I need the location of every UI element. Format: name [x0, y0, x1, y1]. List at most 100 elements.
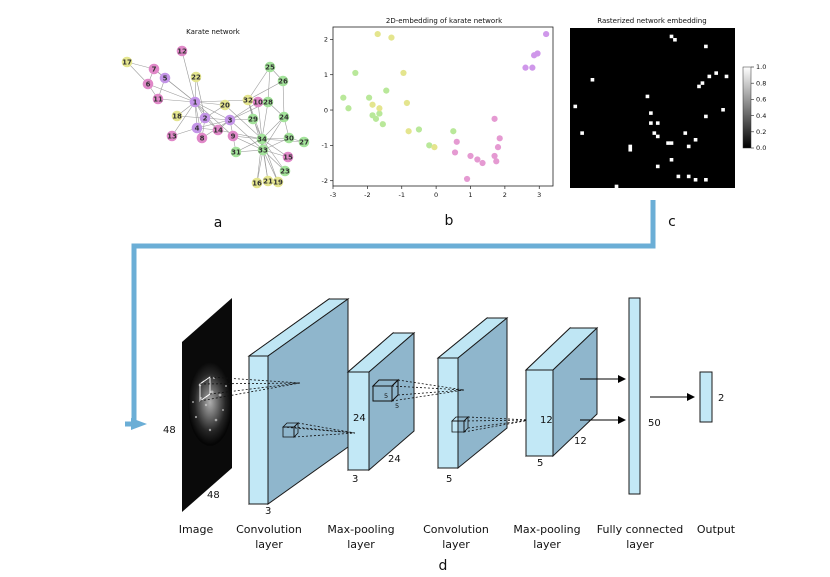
projection-lines-3	[391, 379, 465, 402]
network-node-circle	[152, 93, 164, 105]
network-node-circle	[230, 146, 242, 158]
network-node: 23	[279, 165, 291, 177]
network-node-label: 34	[257, 136, 267, 144]
network-edge	[267, 66, 271, 103]
network-edge	[196, 119, 231, 129]
network-node-circle	[166, 130, 178, 142]
scatter-point	[493, 158, 500, 165]
raster-pixel	[573, 104, 578, 109]
network-node: 11	[152, 93, 164, 105]
network-node-label: 20	[220, 102, 230, 110]
network-node: 28	[262, 96, 274, 108]
network-edge	[194, 101, 231, 121]
label-conv2-line1: Convolution	[423, 523, 489, 536]
connector-line	[131, 200, 656, 424]
x-tick-label: 1	[468, 191, 472, 199]
scatter-point	[431, 144, 438, 151]
network-node-label: 17	[122, 59, 132, 67]
raster-pixel	[649, 111, 653, 115]
network-node-label: 14	[213, 127, 223, 135]
x-tick-label: -3	[330, 191, 336, 199]
colorbar-tick-label: 0.2	[756, 128, 766, 136]
network-node-label: 3	[228, 117, 233, 125]
scatter-point	[372, 115, 380, 122]
network-node-circle	[277, 75, 289, 87]
scatter-point	[451, 149, 459, 156]
network-node: 13	[166, 130, 178, 142]
scatter-point	[405, 128, 412, 135]
network-node-circle	[257, 144, 269, 156]
network-node-circle	[190, 71, 202, 83]
network-node: 2	[199, 112, 211, 124]
pool1-height-label: 24	[353, 413, 366, 424]
scatter-point	[352, 69, 359, 77]
network-node: 34	[256, 133, 268, 145]
raster-pixel	[697, 84, 701, 89]
network-node-label: 13	[167, 133, 177, 141]
network-node-circle	[219, 99, 231, 111]
network-node-label: 4	[195, 125, 200, 133]
network-node: 6	[142, 78, 154, 90]
scatter-point	[403, 99, 411, 107]
network-node: 3	[224, 114, 236, 126]
kernel-size-label: 5	[384, 392, 388, 400]
network-node: 30	[283, 132, 295, 144]
label-fc-line1: Fully connected	[597, 523, 683, 536]
raster-pixel	[683, 131, 688, 135]
network-node-label: 5	[163, 75, 168, 83]
network-node-label: 23	[280, 168, 290, 176]
network-node: 16	[251, 177, 263, 189]
panel-d-letter: d	[439, 558, 448, 574]
scatter-point	[491, 152, 498, 160]
label-conv1-line1: Convolution	[236, 523, 302, 536]
raster-pixel	[645, 94, 650, 99]
raster-pixel	[655, 121, 660, 125]
network-node-circle	[252, 96, 264, 108]
colorbar-tick-label: 0.4	[756, 112, 766, 120]
raster-pixel	[704, 44, 708, 49]
network-node-circle	[272, 176, 284, 188]
scatter-point	[345, 105, 352, 112]
network-edge	[261, 138, 286, 172]
raster-pixel	[714, 71, 719, 75]
scatter-point	[376, 105, 383, 112]
scatter-point	[379, 121, 386, 128]
network-node-label: 1	[193, 99, 198, 107]
input-width-label: 48	[207, 490, 220, 501]
network-edge	[257, 101, 263, 140]
network-node: 24	[278, 111, 290, 123]
network-node-label: 11	[153, 96, 163, 104]
network-node-circle	[121, 56, 133, 68]
network-node: 14	[212, 124, 224, 136]
raster-pixel	[590, 78, 595, 82]
scatter-point	[369, 101, 376, 108]
network-node: 15	[282, 151, 294, 163]
network-node-circle	[212, 124, 224, 136]
network-edge	[147, 83, 196, 103]
panel-c-letter: c	[668, 214, 676, 230]
network-edge	[232, 135, 264, 151]
colorbar-tick-label: 0.8	[756, 79, 766, 87]
scatter-point	[543, 30, 550, 38]
label-pool1-line2: layer	[347, 538, 375, 551]
network-node-label: 32	[243, 97, 253, 105]
network-node-circle	[227, 130, 239, 142]
pool2-height-label: 12	[540, 415, 553, 426]
network-node-label: 27	[299, 139, 309, 147]
network-node-label: 8	[200, 135, 205, 143]
network-node-circle	[148, 63, 160, 75]
raster-pixel	[669, 34, 674, 39]
raster-pixel	[686, 144, 691, 149]
network-node-label: 15	[283, 154, 293, 162]
label-conv2-line2: layer	[442, 538, 470, 551]
network-node: 7	[148, 63, 160, 75]
network-node-label: 21	[263, 178, 273, 186]
network-node: 32	[242, 94, 254, 106]
raster-pixel	[628, 148, 633, 152]
network-edge	[217, 129, 263, 140]
network-node-circle	[278, 111, 290, 123]
panel-d: 48 48 3	[163, 297, 736, 574]
label-pool2-line1: Max-pooling	[513, 523, 580, 536]
conv-layer-1-block	[247, 298, 350, 505]
network-edge	[195, 76, 206, 119]
